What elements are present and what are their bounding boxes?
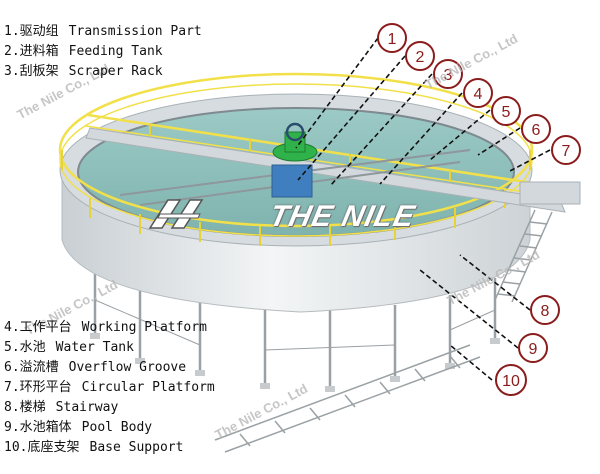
inclined-walkway [214,344,481,453]
working-platform [85,113,581,213]
callout-7: 7 [551,135,581,165]
svg-text:8: 8 [541,303,550,320]
callout-8: 8 [530,295,560,325]
leader-lines [295,37,551,381]
callout-4: 4 [463,78,493,108]
callout-9: 9 [518,333,548,363]
svg-text:1: 1 [388,31,397,48]
svg-text:6: 6 [532,122,541,139]
base-support-feet [90,333,500,392]
stairway [494,209,553,303]
svg-text:5: 5 [502,104,511,121]
svg-text:7: 7 [562,143,571,160]
svg-text:9: 9 [529,341,538,358]
callout-3: 3 [433,59,463,89]
transmission-part [272,122,318,162]
svg-text:4: 4 [474,86,483,103]
svg-text:10: 10 [502,373,520,390]
callout-2: 2 [405,41,435,71]
callout-10: 10 [495,364,527,396]
svg-text:3: 3 [444,67,453,84]
base-support [93,270,497,388]
nile-logo-mark [148,199,204,229]
callout-5: 5 [491,96,521,126]
nile-logo-text: THE NILE [266,200,419,233]
callout-6: 6 [521,114,551,144]
svg-text:2: 2 [416,49,425,66]
callout-1: 1 [377,23,407,53]
feeding-tank [271,164,313,198]
